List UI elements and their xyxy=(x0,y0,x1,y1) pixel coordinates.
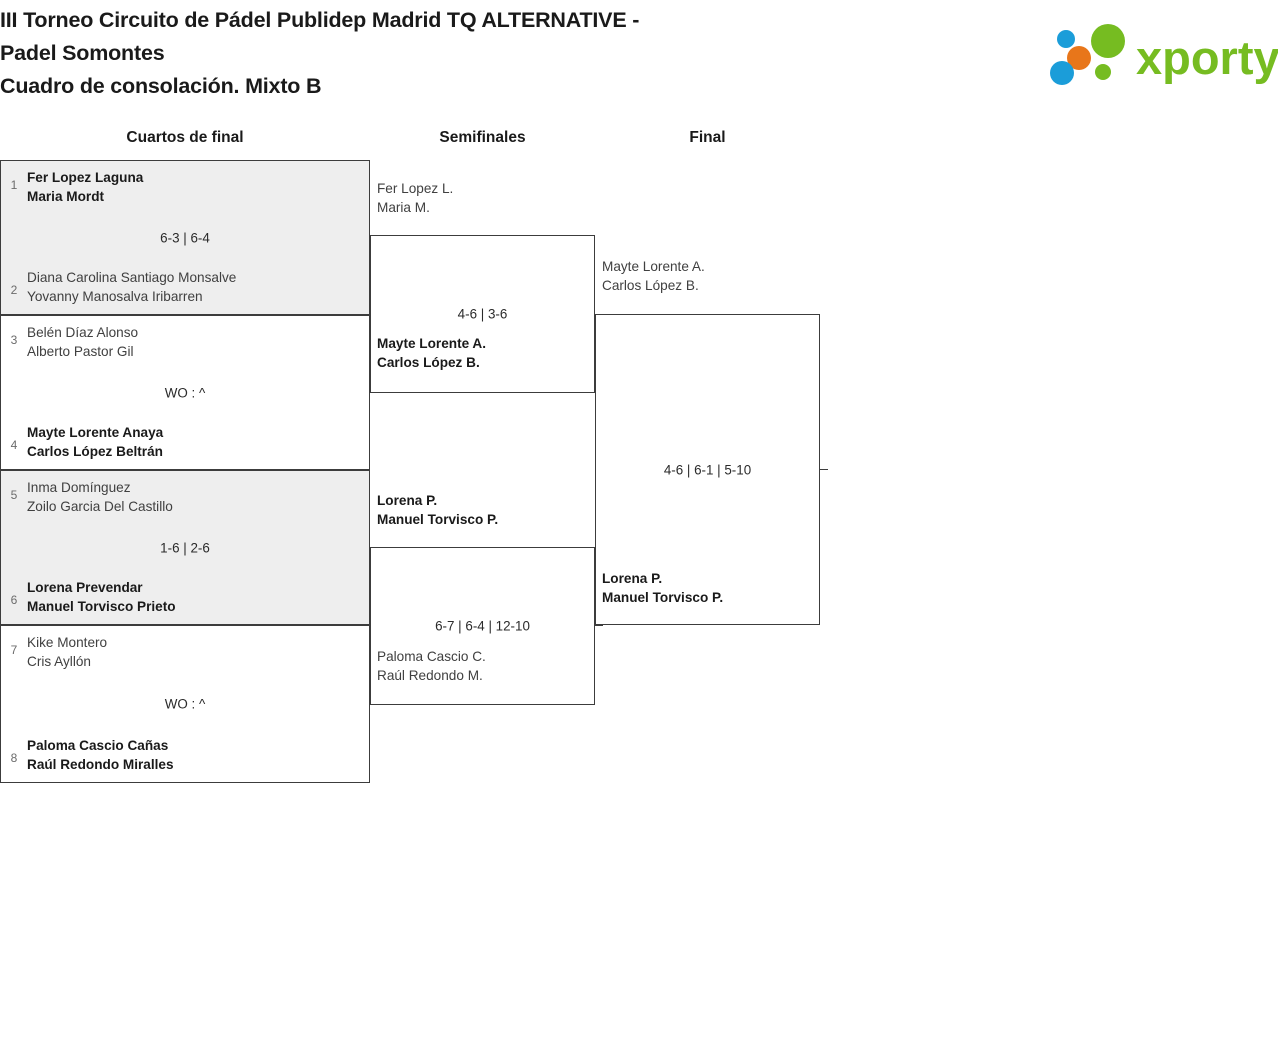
connector-line xyxy=(820,469,828,470)
team-entry-final: Lorena P. Manuel Torvisco P. xyxy=(602,570,723,607)
player-name: Carlos López B. xyxy=(602,277,699,293)
match-quarterfinal-1[interactable]: 1 Fer Lopez Laguna Maria Mordt 6-3 | 6-4… xyxy=(0,160,370,315)
player-name: Kike Montero xyxy=(27,635,108,650)
team-entry: Paloma Cascio Cañas Raúl Redondo Miralle… xyxy=(27,737,174,774)
player-name: Maria Mordt xyxy=(27,188,105,204)
player-name: Raúl Redondo M. xyxy=(377,667,483,683)
match-quarterfinal-4[interactable]: 7 Kike Montero Cris Ayllón WO : ^ 8 Palo… xyxy=(0,625,370,783)
team-entry-semifinal: Paloma Cascio C. Raúl Redondo M. xyxy=(377,648,486,685)
match-score: 4-6 | 3-6 xyxy=(457,306,508,322)
match-final[interactable]: 4-6 | 6-1 | 5-10 xyxy=(595,314,820,625)
title-line-3: Cuadro de consolación. Mixto B xyxy=(0,74,322,98)
match-score: WO : ^ xyxy=(164,696,206,712)
round-header-semifinales: Semifinales xyxy=(439,129,526,146)
logo-dot-blue-large xyxy=(1050,61,1074,85)
tournament-title: III Torneo Circuito de Pádel Publidep Ma… xyxy=(0,4,860,103)
player-name: Carlos López B. xyxy=(377,354,480,370)
player-name: Carlos López Beltrán xyxy=(27,443,163,459)
player-name: Paloma Cascio C. xyxy=(377,649,486,664)
match-semifinal-1[interactable]: 4-6 | 3-6 xyxy=(370,235,595,393)
seed-number: 4 xyxy=(10,438,18,452)
player-name: Alberto Pastor Gil xyxy=(27,343,134,359)
player-name: Mayte Lorente A. xyxy=(602,259,705,274)
match-score: WO : ^ xyxy=(164,385,206,400)
team-entry: Diana Carolina Santiago Monsalve Yovanny… xyxy=(27,269,236,306)
match-semifinal-2[interactable]: 6-7 | 6-4 | 12-10 xyxy=(370,547,595,705)
player-name: Lorena Prevendar xyxy=(27,580,143,595)
logo-dot-green-small xyxy=(1095,64,1111,80)
player-name: Inma Domínguez xyxy=(27,480,131,495)
title-line-1: III Torneo Circuito de Pádel Publidep Ma… xyxy=(0,8,640,32)
player-name: Lorena P. xyxy=(377,493,438,508)
player-name: Yovanny Manosalva Iribarren xyxy=(27,288,203,304)
player-name: Fer Lopez L. xyxy=(377,181,454,196)
team-entry-semifinal: Fer Lopez L. Maria M. xyxy=(377,180,453,217)
player-name: Manuel Torvisco P. xyxy=(602,589,724,605)
logo-dot-green-large xyxy=(1091,24,1125,58)
seed-number: 1 xyxy=(10,178,18,192)
logo-wordmark: xporty xyxy=(1136,31,1278,84)
seed-number: 7 xyxy=(10,643,18,657)
logo-dot-blue-small xyxy=(1057,30,1075,48)
team-entry: Belén Díaz Alonso Alberto Pastor Gil xyxy=(27,324,138,361)
seed-number: 3 xyxy=(10,333,18,347)
connector-line xyxy=(595,625,603,626)
player-name: Maria M. xyxy=(377,199,430,215)
team-entry-final: Mayte Lorente A. Carlos López B. xyxy=(602,258,705,295)
seed-number: 5 xyxy=(10,488,18,502)
seed-number: 2 xyxy=(10,283,18,297)
logo-dot-orange xyxy=(1067,46,1091,70)
match-score: 6-7 | 6-4 | 12-10 xyxy=(435,618,530,634)
team-entry: Mayte Lorente Anaya Carlos López Beltrán xyxy=(27,424,163,461)
player-name: Manuel Torvisco Prieto xyxy=(27,598,176,614)
team-entry-semifinal: Mayte Lorente A. Carlos López B. xyxy=(377,335,486,372)
player-name: Raúl Redondo Miralles xyxy=(27,756,174,772)
bracket-grid: 1 Fer Lopez Laguna Maria Mordt 6-3 | 6-4… xyxy=(0,160,900,800)
match-quarterfinal-2[interactable]: 3 Belén Díaz Alonso Alberto Pastor Gil W… xyxy=(0,315,370,470)
player-name: Lorena P. xyxy=(602,571,663,586)
match-score: 4-6 | 6-1 | 5-10 xyxy=(663,462,752,477)
team-entry: Inma Domínguez Zoilo Garcia Del Castillo xyxy=(27,479,173,516)
page-header: III Torneo Circuito de Pádel Publidep Ma… xyxy=(0,0,1280,112)
player-name: Mayte Lorente Anaya xyxy=(27,425,164,440)
team-entry: Fer Lopez Laguna Maria Mordt xyxy=(27,169,143,206)
team-entry-semifinal: Lorena P. Manuel Torvisco P. xyxy=(377,492,498,529)
player-name: Diana Carolina Santiago Monsalve xyxy=(27,270,237,285)
team-entry: Kike Montero Cris Ayllón xyxy=(27,634,107,671)
player-name: Belén Díaz Alonso xyxy=(27,325,139,340)
title-line-2: Padel Somontes xyxy=(0,41,165,65)
seed-number: 6 xyxy=(10,593,18,607)
round-header-cuartos: Cuartos de final xyxy=(126,129,244,146)
player-name: Zoilo Garcia Del Castillo xyxy=(27,498,173,514)
player-name: Cris Ayllón xyxy=(27,653,91,669)
seed-number: 8 xyxy=(10,751,18,765)
round-header-final: Final xyxy=(689,129,726,146)
player-name: Paloma Cascio Cañas xyxy=(27,738,169,753)
match-quarterfinal-3[interactable]: 5 Inma Domínguez Zoilo Garcia Del Castil… xyxy=(0,470,370,625)
xporty-logo[interactable]: xporty xyxy=(1046,24,1278,86)
connector-line xyxy=(595,314,603,315)
team-entry: Lorena Prevendar Manuel Torvisco Prieto xyxy=(27,579,176,616)
player-name: Fer Lopez Laguna xyxy=(27,170,144,185)
match-score: 1-6 | 2-6 xyxy=(160,540,210,555)
player-name: Manuel Torvisco P. xyxy=(377,511,499,527)
player-name: Mayte Lorente A. xyxy=(377,336,487,351)
match-score: 6-3 | 6-4 xyxy=(160,230,210,245)
